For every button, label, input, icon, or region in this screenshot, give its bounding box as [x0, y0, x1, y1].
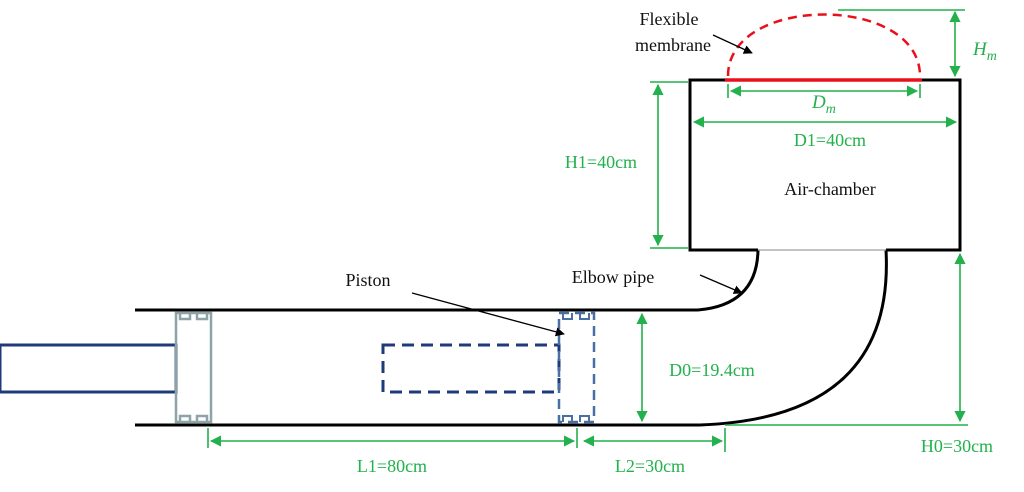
membrane-leader-arrow [712, 34, 753, 54]
dm-label-main: D [811, 92, 826, 113]
elbow-inner-wall [697, 249, 760, 312]
flexible-membrane-label-line1: Flexible [640, 9, 699, 29]
flexible-membrane-label-line2: membrane [635, 35, 711, 55]
elbow-leader-arrow [699, 274, 743, 294]
piston-leader-arrow [411, 292, 565, 337]
h1-label: H1=40cm [565, 152, 637, 172]
piston-head-teeth [562, 313, 590, 422]
membrane-inflated [726, 13, 922, 77]
piston-rod-outer [0, 343, 178, 394]
dm-label: Dm [811, 92, 836, 117]
h0-label: H0=30cm [921, 436, 993, 456]
dm-label-sub: m [826, 102, 836, 117]
piston-head [557, 311, 596, 424]
d0-label: D0=19.4cm [669, 360, 755, 380]
left-flange [174, 311, 213, 424]
dimensions [207, 9, 968, 452]
hm-label-sub: m [987, 49, 997, 64]
air-chamber-label: Air-chamber [784, 179, 876, 199]
piston-label: Piston [345, 270, 390, 290]
elbow-outer-wall [699, 249, 888, 427]
piston-rod-dashed [381, 343, 561, 394]
elbow-pipe-label: Elbow pipe [572, 267, 655, 287]
hm-label: Hm [972, 39, 997, 64]
d1-label: D1=40cm [794, 130, 866, 150]
l1-label: L1=80cm [357, 456, 427, 476]
hm-label-main: H [972, 39, 988, 60]
l2-label: L2=30cm [615, 456, 685, 476]
